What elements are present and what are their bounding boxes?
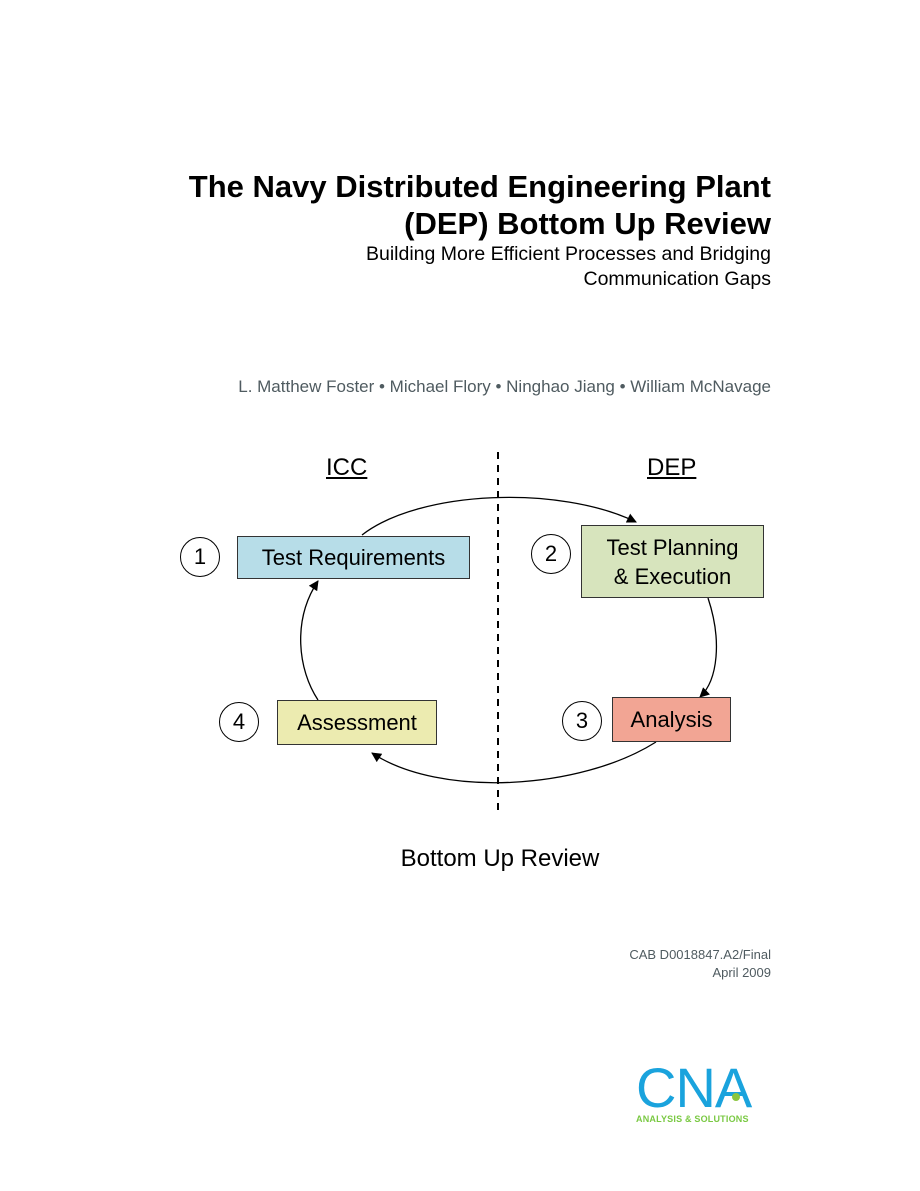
step-test-requirements: Test Requirements [237,536,470,579]
step-assessment: Assessment [277,700,437,745]
author-list: L. Matthew Foster • Michael Flory • Ning… [238,377,771,396]
icc-header: ICC [326,454,368,481]
step-2-label-line-2: & Execution [613,563,732,589]
arrow-1-to-2 [361,496,637,536]
diagram-caption: Bottom Up Review [400,845,600,872]
arrow-4-to-1 [300,580,319,701]
arrow-3-to-4 [371,741,657,784]
report-subtitle: Building More Efficient Processes and Br… [171,242,771,292]
step-2-label-line-1: Test Planning [606,534,739,560]
process-diagram: ICC DEP 1 Test Requirements 2 Test Plann… [0,440,920,830]
step-test-planning-execution: Test Planning & Execution [581,525,764,598]
document-number: CAB D0018847.A2/Final [629,947,771,962]
title-line-2: (DEP) Bottom Up Review [404,206,771,241]
step-2-number: 2 [531,534,571,574]
step-analysis: Analysis [612,697,731,742]
cna-logo: CNA ANALYSIS & SOLUTIONS [636,1056,776,1125]
diagram-connectors [300,452,717,812]
step-4-number: 4 [219,702,259,742]
step-3-number: 3 [562,701,602,741]
logo-dot-icon [732,1093,740,1101]
report-title: The Navy Distributed Engineering Plant (… [71,168,771,242]
step-1-number: 1 [180,537,220,577]
dep-header: DEP [647,454,697,481]
subtitle-line-1: Building More Efficient Processes and Br… [365,243,771,265]
logo-wordmark: CNA [636,1056,752,1119]
logo-tagline: ANALYSIS & SOLUTIONS [636,1114,749,1124]
title-line-1: The Navy Distributed Engineering Plant [188,169,771,204]
document-id-block: CAB D0018847.A2/Final April 2009 [629,946,771,982]
arrow-2-to-3 [699,597,717,698]
subtitle-line-2: Communication Gaps [583,268,772,290]
publication-date: April 2009 [712,965,771,980]
